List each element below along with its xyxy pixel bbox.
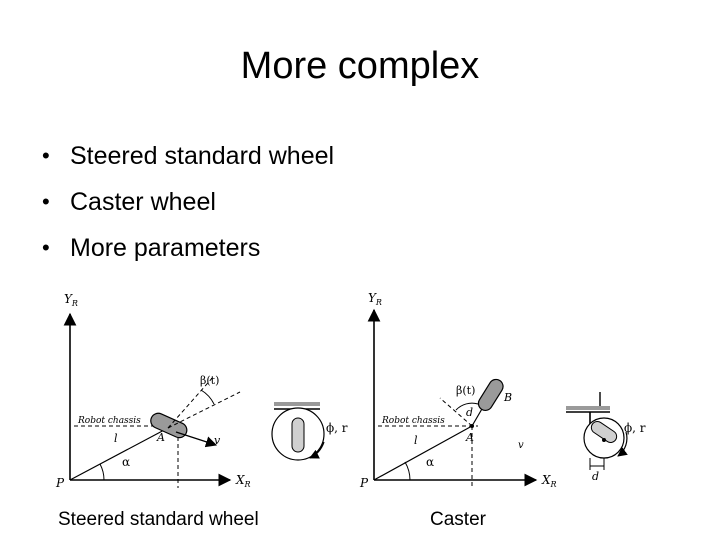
left-beta-label: β(t)	[200, 374, 219, 387]
right-chassis-label: Robot chassis	[381, 416, 445, 426]
right-side-hub	[602, 438, 606, 442]
bullet-label: Steered standard wheel	[70, 142, 335, 170]
right-wheel-params: ϕ, r	[624, 421, 646, 435]
left-beta-dash-1	[167, 375, 215, 429]
left-arm-l	[69, 427, 169, 481]
bullet-dot-icon: •	[42, 189, 50, 214]
left-wheel-params: ϕ, r	[326, 421, 348, 435]
right-beta-dash	[439, 397, 473, 427]
bullet-dot-icon: •	[42, 143, 50, 168]
right-x-axis-label: XR	[541, 473, 557, 489]
right-y-axis-label: YR	[368, 291, 382, 307]
caster-wheel-diagram: YR XR P Robot chassis l α A B d β(t) v	[359, 291, 646, 490]
right-velocity-label: v	[518, 440, 524, 451]
left-y-axis-label: YR	[64, 292, 78, 308]
right-offset-label: d	[466, 406, 473, 419]
right-beta-label: β(t)	[456, 384, 475, 397]
right-side-offset-label: d	[592, 470, 599, 483]
right-wheel-shape	[477, 378, 504, 412]
left-side-tread	[291, 417, 305, 453]
left-alpha-label: α	[122, 455, 130, 469]
right-spin-arrow	[617, 431, 628, 457]
left-x-axis-label: XR	[235, 473, 251, 489]
caption-caster: Caster	[430, 509, 486, 530]
left-length-label: l	[114, 432, 118, 445]
left-point-a: A	[156, 431, 165, 444]
left-origin-label: P	[55, 476, 65, 490]
left-velocity-arrow	[175, 431, 218, 448]
bullet-item-caster: • Caster wheel	[42, 179, 334, 225]
wheel-diagram: YR XR P Robot chassis l α A β(t) v ϕ, r	[55, 291, 646, 490]
right-side-mount-plate	[566, 406, 610, 410]
slide-title: More complex	[240, 45, 480, 87]
right-side-tread	[590, 421, 618, 443]
bullet-dot-icon: •	[42, 235, 50, 260]
left-spin-arrow	[309, 441, 325, 459]
left-chassis-label: Robot chassis	[77, 416, 141, 426]
caption-steered-standard-wheel: Steered standard wheel	[58, 509, 259, 530]
right-beta-arc	[455, 402, 479, 411]
right-length-label: l	[414, 434, 418, 447]
steered-wheel-diagram: YR XR P Robot chassis l α A β(t) v ϕ, r	[55, 292, 348, 490]
bullet-item-steered: • Steered standard wheel	[42, 133, 334, 179]
left-wheel-shape	[150, 412, 188, 439]
right-origin-label: P	[359, 476, 369, 490]
bullet-label: More parameters	[70, 234, 261, 262]
left-velocity-label: v	[214, 434, 221, 447]
bullet-item-parameters: • More parameters	[42, 225, 334, 271]
bullet-label: Caster wheel	[70, 188, 216, 216]
left-beta-arc	[200, 389, 215, 405]
right-alpha-label: α	[426, 455, 434, 469]
right-arm-l	[373, 425, 473, 481]
left-alpha-arc	[99, 463, 105, 481]
left-side-mount-plate	[274, 402, 320, 406]
bullet-list: • Steered standard wheel • Caster wheel …	[42, 133, 334, 271]
right-point-b: B	[503, 391, 512, 404]
right-point-a: A	[465, 431, 474, 444]
right-alpha-arc	[404, 461, 411, 481]
